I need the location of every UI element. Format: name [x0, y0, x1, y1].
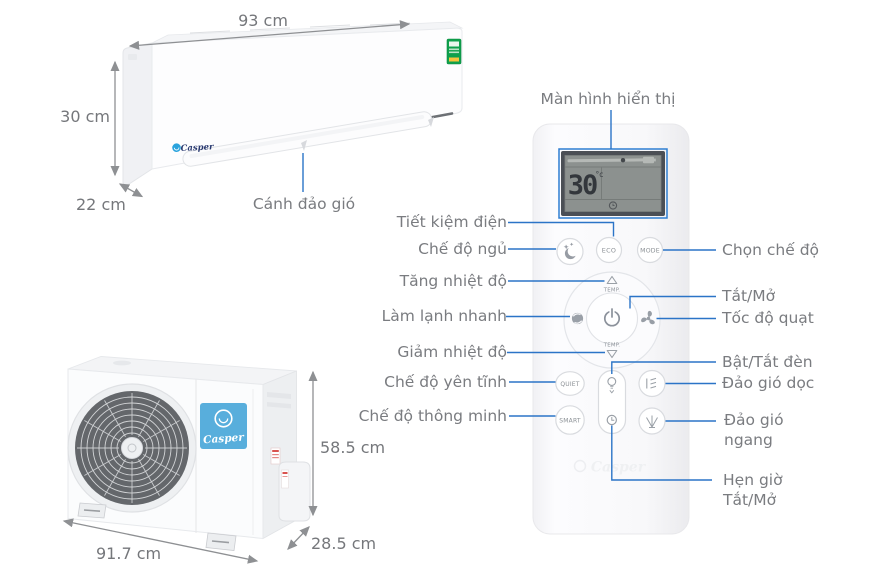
outdoor-side-vent	[267, 402, 291, 409]
power-icon	[603, 308, 621, 327]
temp-down-label: TEMP.	[603, 343, 621, 349]
indoor-side-face	[122, 42, 153, 186]
outdoor-width-label: 91.7 cm	[96, 544, 162, 563]
outdoor-top-detail	[113, 360, 131, 366]
leader-lines	[506, 110, 716, 481]
annotation-horizontal-swing: Đảo gió ngang	[724, 411, 784, 449]
temp-up-label: TEMP.	[603, 288, 621, 294]
annotation-fan-speed: Tốc độ quạt	[722, 309, 814, 327]
light-icon	[607, 377, 617, 394]
remote-display: 30 °c	[558, 148, 668, 219]
annotation-temp-down: Giảm nhiệt độ	[397, 343, 507, 361]
vertical-swing-icon	[646, 377, 657, 389]
eco-button: ECO	[595, 236, 623, 264]
outdoor-brand-logo: Casper	[200, 403, 247, 449]
remote-illustration: 30 °c ECO MODE	[532, 123, 690, 535]
annotation-light-toggle: Bật/Tắt đèn	[722, 353, 813, 371]
annotation-energy-saving: Tiết kiệm điện	[396, 213, 507, 231]
horizontal-swing-icon	[646, 415, 658, 428]
quiet-button: QUIET	[555, 371, 585, 396]
leader-power	[629, 295, 716, 309]
temp-down-icon	[606, 349, 618, 359]
depth-arrow-indoor	[118, 183, 144, 198]
outdoor-height-label: 58.5 cm	[320, 438, 386, 457]
outdoor-sticker	[270, 447, 281, 465]
deflector-hinge	[428, 117, 434, 127]
energy-label	[446, 38, 462, 65]
annotation-timer: Hẹn giờ Tắt/Mở	[723, 471, 783, 509]
width-arrow-outdoor	[62, 518, 259, 564]
mode-button-label: MODE	[640, 247, 660, 254]
vertical-swing-button	[638, 369, 666, 398]
outdoor-unit-illustration: Casper	[62, 356, 318, 564]
display-unit: °c	[596, 170, 604, 179]
temp-pad: TEMP. TEMP.	[563, 271, 661, 369]
indoor-depth-label: 22 cm	[76, 195, 126, 214]
fan-speed-icon	[640, 310, 656, 326]
annotation-quiet-mode: Chế độ yên tĩnh	[384, 373, 507, 391]
indoor-side-detail	[128, 54, 137, 60]
leader-timer	[611, 425, 712, 481]
indoor-width-label: 93 cm	[238, 11, 288, 30]
width-arrow-indoor	[128, 20, 411, 50]
horizontal-swing-button	[638, 407, 666, 435]
smart-button-label: SMART	[559, 418, 581, 425]
depth-arrow-outdoor	[287, 526, 310, 550]
timer-icon	[606, 414, 618, 426]
leader-eco	[508, 221, 615, 237]
sleep-button	[556, 237, 584, 266]
indoor-height-label: 30 cm	[60, 107, 110, 126]
sleep-icon	[563, 242, 579, 260]
annotation-sleep-mode: Chế độ ngủ	[418, 240, 507, 258]
eco-button-label: ECO	[602, 246, 616, 254]
indoor-deflector	[182, 111, 433, 167]
smart-button: SMART	[555, 405, 585, 435]
annotation-temp-up: Tăng nhiệt độ	[399, 272, 507, 290]
indoor-front-face	[151, 27, 463, 170]
annotation-power: Tắt/Mở	[722, 287, 776, 305]
temp-up-icon	[606, 275, 618, 285]
annotation-smart-mode: Chế độ thông minh	[358, 407, 507, 425]
quiet-button-label: QUIET	[560, 381, 579, 388]
outdoor-side-vent	[267, 392, 291, 399]
svg-text:Casper: Casper	[180, 142, 214, 154]
light-timer-pill	[597, 369, 627, 435]
turbo-icon	[571, 312, 584, 325]
deflector-hinge	[301, 140, 307, 151]
annotation-vertical-swing: Đảo gió dọc	[722, 374, 815, 392]
outdoor-depth-label: 28.5 cm	[311, 534, 377, 553]
outdoor-valve-cover	[278, 461, 311, 522]
svg-text:Casper: Casper	[203, 431, 246, 446]
annotation-fast-cooling: Làm lạnh nhanh	[381, 307, 507, 325]
indoor-unit-illustration: Casper	[110, 20, 464, 198]
annotation-mode-select: Chọn chế độ	[722, 241, 820, 259]
annotation-screen: Màn hình hiển thị	[540, 90, 676, 108]
deflector-label: Cánh đảo gió	[252, 195, 356, 213]
svg-text:Casper: Casper	[591, 460, 647, 476]
outdoor-fan	[67, 383, 197, 513]
mode-button: MODE	[636, 236, 664, 264]
remote-brand-embossed: Casper	[573, 460, 647, 476]
leader-light	[611, 361, 716, 374]
indoor-brand-logo: Casper	[172, 142, 214, 154]
display-temperature: 30	[568, 170, 597, 201]
